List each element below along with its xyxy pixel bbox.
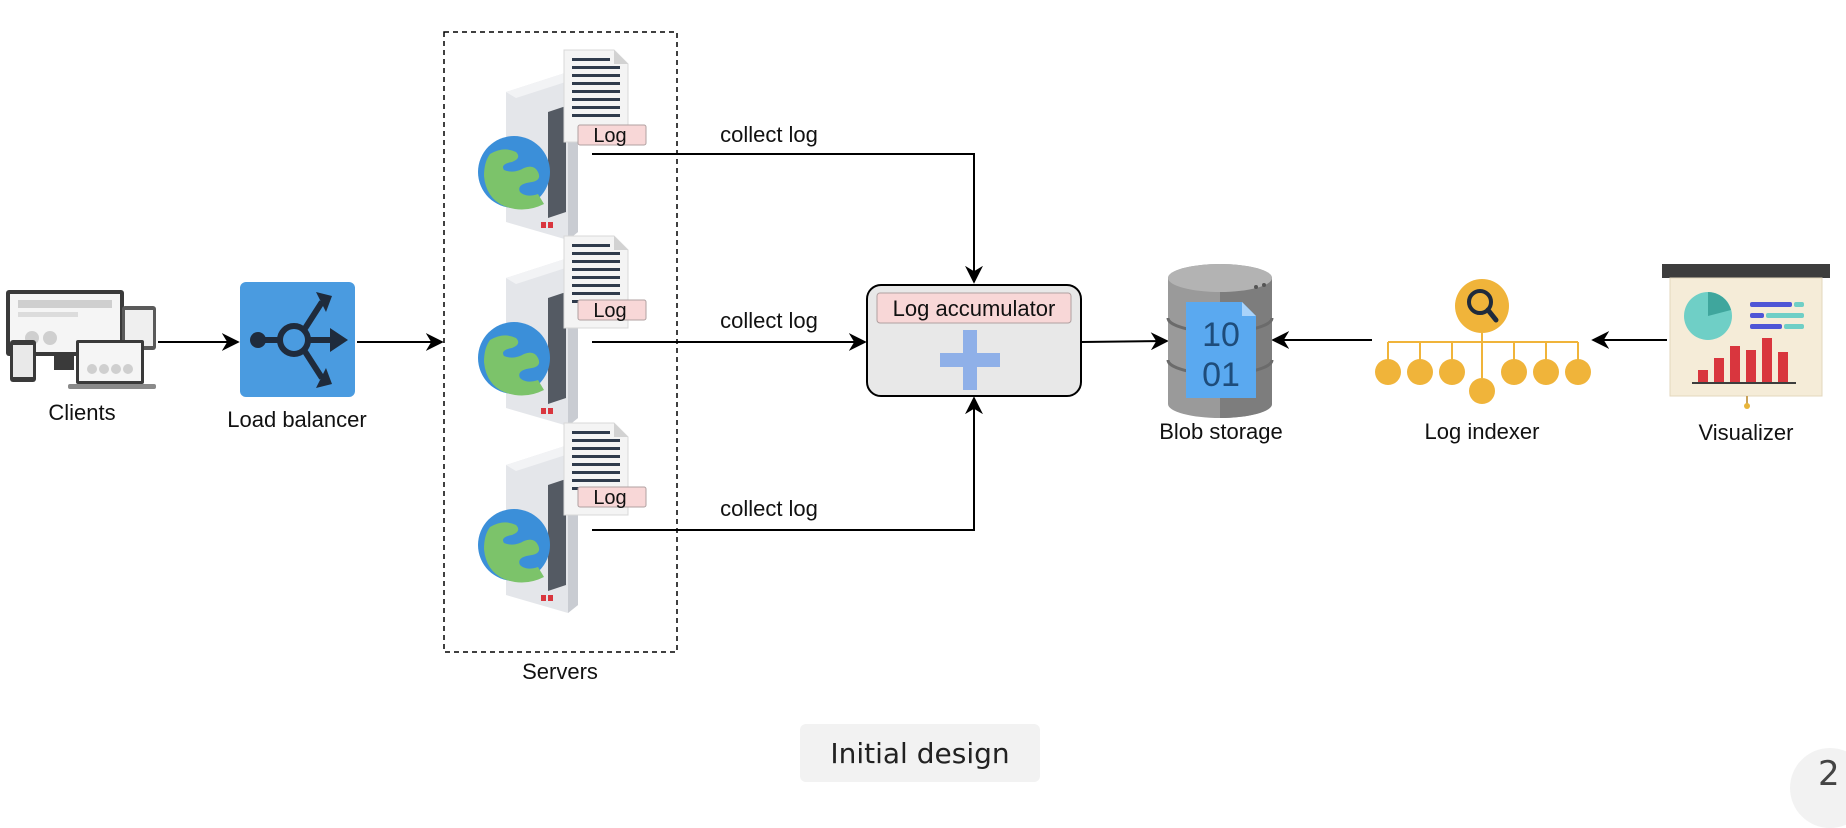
edge-label-collect-log-2: collect log xyxy=(720,308,818,333)
log-badge-3-label: Log xyxy=(593,487,626,509)
log-badge-1: Log xyxy=(577,124,647,147)
blob-storage-node: 10 01 Blob storage xyxy=(1159,264,1283,444)
edge-label-collect-log-3: collect log xyxy=(720,496,818,521)
edge-server-1-to-accumulator xyxy=(592,153,983,284)
blob-bits-top: 10 xyxy=(1202,316,1240,354)
log-indexer-node: Log indexer xyxy=(1375,279,1591,444)
log-badge-3: Log xyxy=(577,486,647,509)
log-badge-2: Log xyxy=(577,299,647,322)
architecture-diagram: Clients Load balancer Log xyxy=(6,31,1830,684)
server-2: Log xyxy=(477,235,647,427)
page-number: 2 xyxy=(1818,754,1840,794)
presentation-board-icon xyxy=(1662,264,1830,409)
visualizer-node: Visualizer xyxy=(1662,264,1830,445)
servers-group: Log Log Log Servers xyxy=(443,31,678,684)
clients-node: Clients xyxy=(6,290,156,425)
clients-icon xyxy=(6,290,156,389)
edge-accumulator-to-storage xyxy=(1081,332,1169,351)
servers-label: Servers xyxy=(522,659,598,684)
visualizer-label: Visualizer xyxy=(1699,420,1794,445)
database-icon: 10 01 xyxy=(1166,264,1274,418)
edge-label-collect-log-1: collect log xyxy=(720,122,818,147)
blob-storage-label: Blob storage xyxy=(1159,419,1283,444)
load-balancer-label: Load balancer xyxy=(227,407,366,432)
figure-caption: Initial design xyxy=(800,724,1040,782)
server-1: Log xyxy=(477,49,647,241)
clients-label: Clients xyxy=(48,400,115,425)
server-2-icon xyxy=(477,235,629,427)
connectors xyxy=(158,153,1667,531)
log-indexer-label: Log indexer xyxy=(1425,419,1540,444)
edge-server-3-to-accumulator xyxy=(592,396,983,531)
indexer-tree-icon xyxy=(1375,279,1591,404)
load-balancer-node: Load balancer xyxy=(227,282,367,432)
log-badge-1-label: Log xyxy=(593,125,626,147)
log-accumulator-title-badge xyxy=(876,292,1072,324)
log-accumulator-label: Log accumulator xyxy=(893,296,1056,321)
plus-icon xyxy=(940,330,1000,390)
server-3: Log xyxy=(477,422,647,614)
magnifier-icon xyxy=(1467,289,1499,323)
server-3-icon xyxy=(477,422,629,614)
log-badge-2-label: Log xyxy=(593,300,626,322)
load-balancer-icon xyxy=(240,282,355,397)
figure-caption-text: Initial design xyxy=(830,736,1010,770)
blob-bits-bottom: 01 xyxy=(1202,356,1240,394)
log-accumulator-node: Log accumulator xyxy=(866,284,1082,397)
